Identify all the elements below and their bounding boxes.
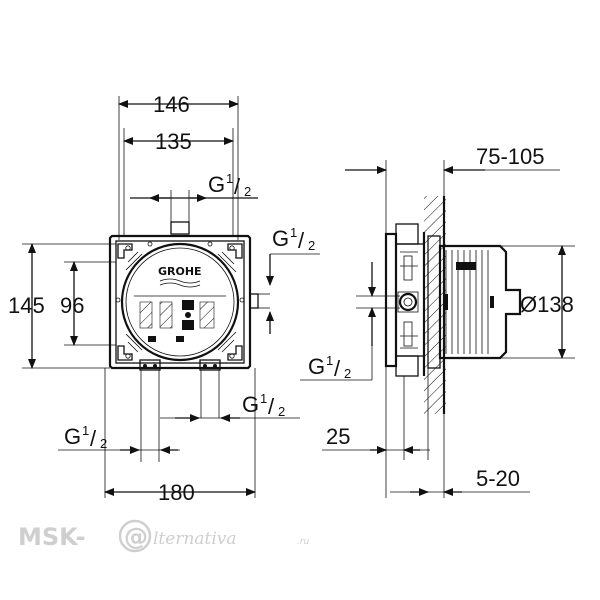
body-ribs [444,250,494,354]
svg-text:/: / [334,356,341,381]
svg-text:1: 1 [82,423,89,438]
svg-text:96: 96 [60,293,84,318]
svg-text:/: / [268,394,275,419]
thread-label-side: G 1 / 2 [300,262,400,381]
svg-text:/: / [298,228,305,253]
dimension-96: 96 [60,261,84,346]
watermark: MSK- @ lternativa .ru [18,519,310,553]
corner-brackets [115,241,245,361]
svg-text:2: 2 [100,436,107,451]
side-view: 75-105 Ø138 [300,144,575,498]
dimension-75-105: 75-105 [345,144,560,174]
svg-text:135: 135 [155,129,192,154]
dimension-146: 146 [118,92,239,117]
svg-text:GROHE: GROHE [158,265,202,278]
svg-text:.ru: .ru [297,537,310,547]
svg-text:G: G [64,424,81,449]
dimension-145: 145 [8,243,45,369]
svg-text:75-105: 75-105 [476,144,545,169]
svg-text:1: 1 [260,391,267,406]
svg-text:/: / [234,174,241,199]
svg-text:G: G [272,226,289,251]
brand-logo: GROHE [158,265,202,288]
thread-label-right-upper: G 1 / 2 [266,225,320,334]
svg-text:G: G [208,172,225,197]
front-view: 146 135 G 1 / 2 [8,92,320,505]
svg-text:G: G [242,392,259,417]
dimension-5-20: 5-20 [390,466,530,496]
thread-label-right-lower: G 1 / 2 [160,391,300,422]
svg-text:5-20: 5-20 [476,466,520,491]
svg-text:MSK-: MSK- [18,523,86,551]
thread-label-top: G 1 / 2 [130,171,258,202]
svg-text:1: 1 [326,353,333,368]
svg-text:@: @ [124,523,148,551]
dimension-135: 135 [123,129,234,154]
svg-text:G: G [308,354,325,379]
svg-text:145: 145 [8,293,45,318]
svg-text:2: 2 [244,184,251,199]
dimension-180: 180 [104,480,256,505]
svg-text:2: 2 [278,404,285,419]
svg-text:/: / [90,426,97,451]
svg-text:2: 2 [344,366,351,381]
svg-text:Ø138: Ø138 [520,292,574,317]
inner-schematic [134,295,226,342]
svg-text:180: 180 [158,480,195,505]
dimension-25: 25 [322,424,430,454]
thread-label-left-lower: G 1 / 2 [58,423,180,454]
svg-text:lternativa: lternativa [153,529,237,549]
svg-text:2: 2 [308,238,315,253]
svg-text:1: 1 [226,171,233,186]
svg-text:25: 25 [326,424,350,449]
bottom-ports [139,359,221,371]
dimension-diameter-138: Ø138 [520,245,574,359]
svg-text:146: 146 [153,92,190,117]
svg-text:1: 1 [290,225,297,240]
